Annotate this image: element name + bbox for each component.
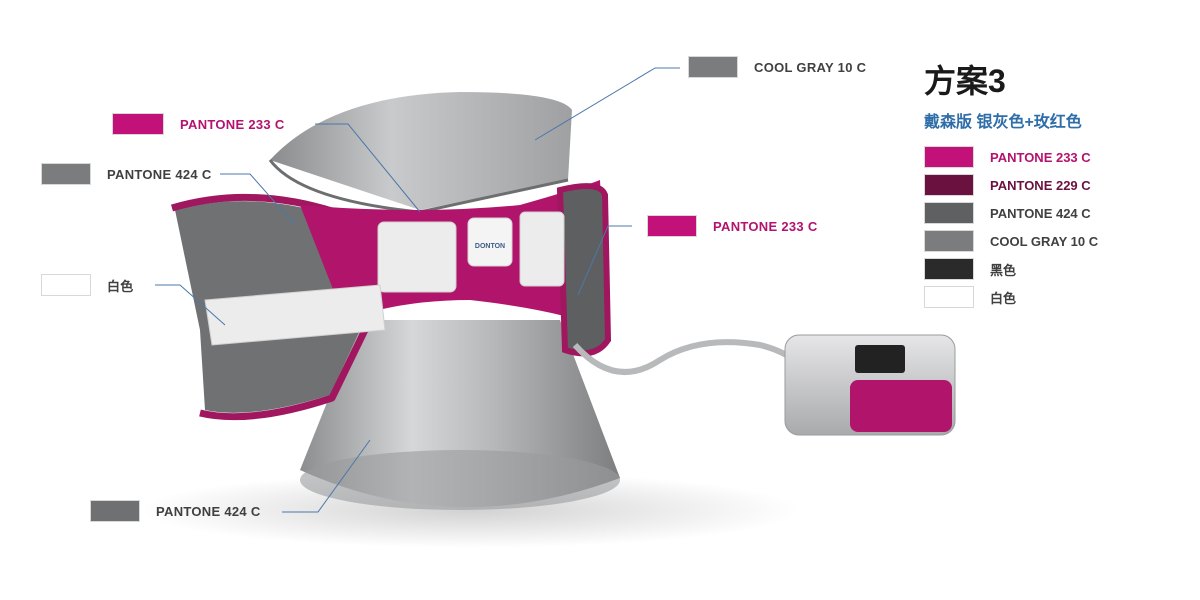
callout-right-pink-label: PANTONE 233 C <box>713 218 818 234</box>
swatch-pantone-233-right <box>647 215 697 237</box>
callout-right-pink: PANTONE 233 C <box>647 215 818 237</box>
swatch-white <box>41 274 91 296</box>
callout-left-pink: PANTONE 233 C <box>112 113 285 135</box>
legend-item: 黑色 <box>924 258 1098 280</box>
callout-left-white-label: 白色 <box>107 278 134 294</box>
logo-text: DONTON <box>475 243 505 250</box>
legend-swatch <box>924 174 974 196</box>
legend-swatch <box>924 146 974 168</box>
legend-label: PANTONE 424 C <box>990 205 1091 221</box>
legend-item: 白色 <box>924 286 1098 308</box>
callout-bottom: PANTONE 424 C <box>90 500 261 522</box>
legend-label: PANTONE 229 C <box>990 177 1091 193</box>
legend-label: 白色 <box>990 290 1017 306</box>
callout-left-white: 白色 <box>41 274 134 296</box>
legend-label: 黑色 <box>990 262 1017 278</box>
color-legend: PANTONE 233 C PANTONE 229 C PANTONE 424 … <box>924 146 1098 314</box>
leader-left-pink <box>315 123 421 213</box>
legend-swatch <box>924 230 974 252</box>
legend-item: PANTONE 229 C <box>924 174 1098 196</box>
legend-swatch <box>924 286 974 308</box>
right-wing <box>556 183 612 357</box>
legend-item: PANTONE 424 C <box>924 202 1098 224</box>
floor-shadow <box>140 472 800 548</box>
callout-top-label: COOL GRAY 10 C <box>754 59 867 75</box>
callout-left-gray: PANTONE 424 C <box>41 163 212 185</box>
white-strap-left <box>204 284 386 346</box>
callout-top: COOL GRAY 10 C <box>688 56 866 78</box>
swatch-pantone-233 <box>112 113 164 135</box>
legend-label: COOL GRAY 10 C <box>990 233 1099 249</box>
leader-top <box>534 67 680 141</box>
callout-left-gray-label: PANTONE 424 C <box>107 166 212 182</box>
leader-bottom <box>282 439 371 513</box>
legend-swatch <box>924 258 974 280</box>
logo-tab <box>467 217 513 267</box>
leader-right-pink <box>577 225 632 296</box>
control-unit-face <box>850 380 952 432</box>
upper-shell <box>270 92 572 210</box>
leader-left-white <box>155 284 226 326</box>
legend-swatch <box>924 202 974 224</box>
callout-bottom-label: PANTONE 424 C <box>156 503 261 519</box>
legend-item: COOL GRAY 10 C <box>924 230 1098 252</box>
white-strap-front <box>377 221 457 293</box>
swatch-pantone-424-bottom <box>90 500 140 522</box>
lower-shell-base <box>300 450 620 510</box>
leader-left-gray <box>220 173 296 226</box>
scheme-title: 方案3 <box>924 63 1006 99</box>
control-unit-screen <box>855 345 905 373</box>
scheme-subtitle: 戴森版 银灰色+玫红色 <box>924 114 1082 131</box>
swatch-cool-gray <box>688 56 738 78</box>
legend-item: PANTONE 233 C <box>924 146 1098 168</box>
white-strap-right <box>519 211 565 287</box>
callout-left-pink-label: PANTONE 233 C <box>180 116 285 132</box>
legend-label: PANTONE 233 C <box>990 149 1091 165</box>
swatch-pantone-424 <box>41 163 91 185</box>
